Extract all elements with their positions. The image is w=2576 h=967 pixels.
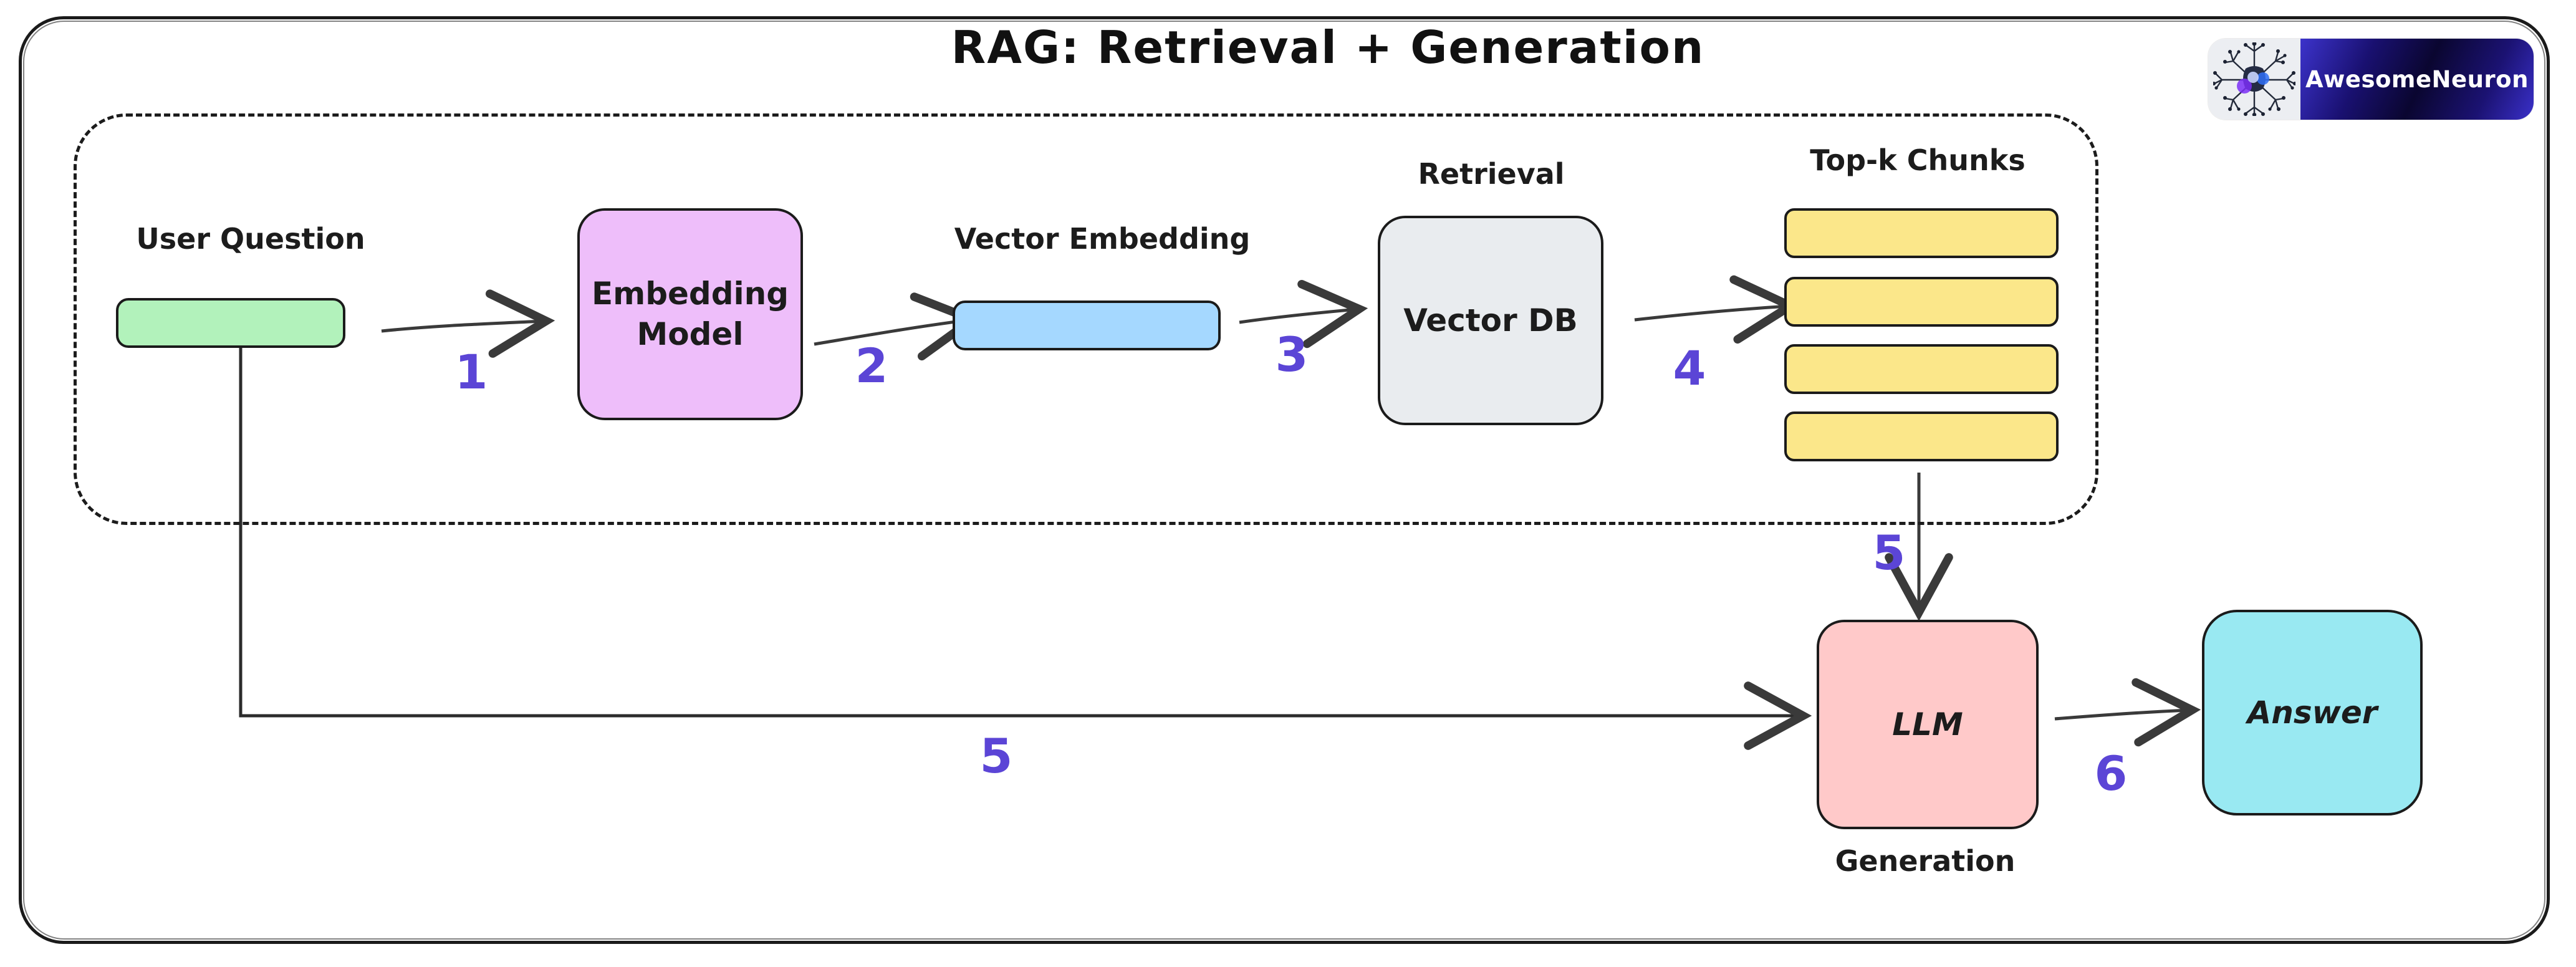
generation-label: Generation: [1835, 844, 2016, 878]
neuron-logo-icon: [2208, 39, 2300, 120]
arrow-4-db-to-chunks: [1634, 275, 1800, 344]
brand-name: AwesomeNeuron: [2300, 39, 2534, 120]
arrow-3-vector-to-db: [1239, 280, 1368, 349]
step-5-chunks: 5: [1872, 524, 1906, 580]
diagram-outer-frame: [19, 16, 2550, 944]
answer-label: Answer: [2247, 694, 2378, 731]
step-5-question: 5: [979, 728, 1013, 784]
step-6: 6: [2094, 745, 2128, 801]
vector-db-node: Vector DB: [1378, 216, 1603, 425]
chunk-bar-3: [1784, 344, 2059, 394]
chunk-bar-4: [1784, 411, 2059, 461]
brand-badge: AwesomeNeuron: [2208, 39, 2534, 120]
step-1: 1: [454, 344, 488, 400]
step-4: 4: [1673, 340, 1706, 396]
step-3: 3: [1275, 326, 1309, 382]
vector-db-label: Vector DB: [1403, 302, 1578, 339]
retrieval-label: Retrieval: [1418, 157, 1565, 191]
diagram-title: RAG: Retrieval + Generation: [951, 21, 1705, 74]
llm-label: LLM: [1892, 706, 1963, 743]
top-k-chunks-label: Top-k Chunks: [1810, 143, 2026, 177]
embedding-model-label: Embedding Model: [591, 276, 789, 352]
arrow-5-question-to-llm: [239, 348, 1812, 750]
step-2: 2: [855, 337, 888, 393]
chunk-bar-1: [1784, 208, 2059, 258]
user-question-node: [116, 298, 345, 348]
retrieval-pipeline-group: [74, 113, 2098, 525]
chunk-bar-2: [1784, 277, 2059, 327]
arrow-2-embedding-to-vector: [814, 292, 982, 361]
arrow-6-llm-to-answer: [2054, 678, 2201, 747]
embedding-model-node: Embedding Model: [577, 208, 803, 420]
arrow-1-question-to-embedding: [381, 289, 555, 358]
vector-embedding-label: Vector Embedding: [954, 222, 1251, 256]
user-question-label: User Question: [136, 222, 365, 256]
answer-node: Answer: [2202, 610, 2423, 815]
llm-node: LLM: [1817, 620, 2039, 829]
vector-embedding-node: [953, 301, 1221, 350]
